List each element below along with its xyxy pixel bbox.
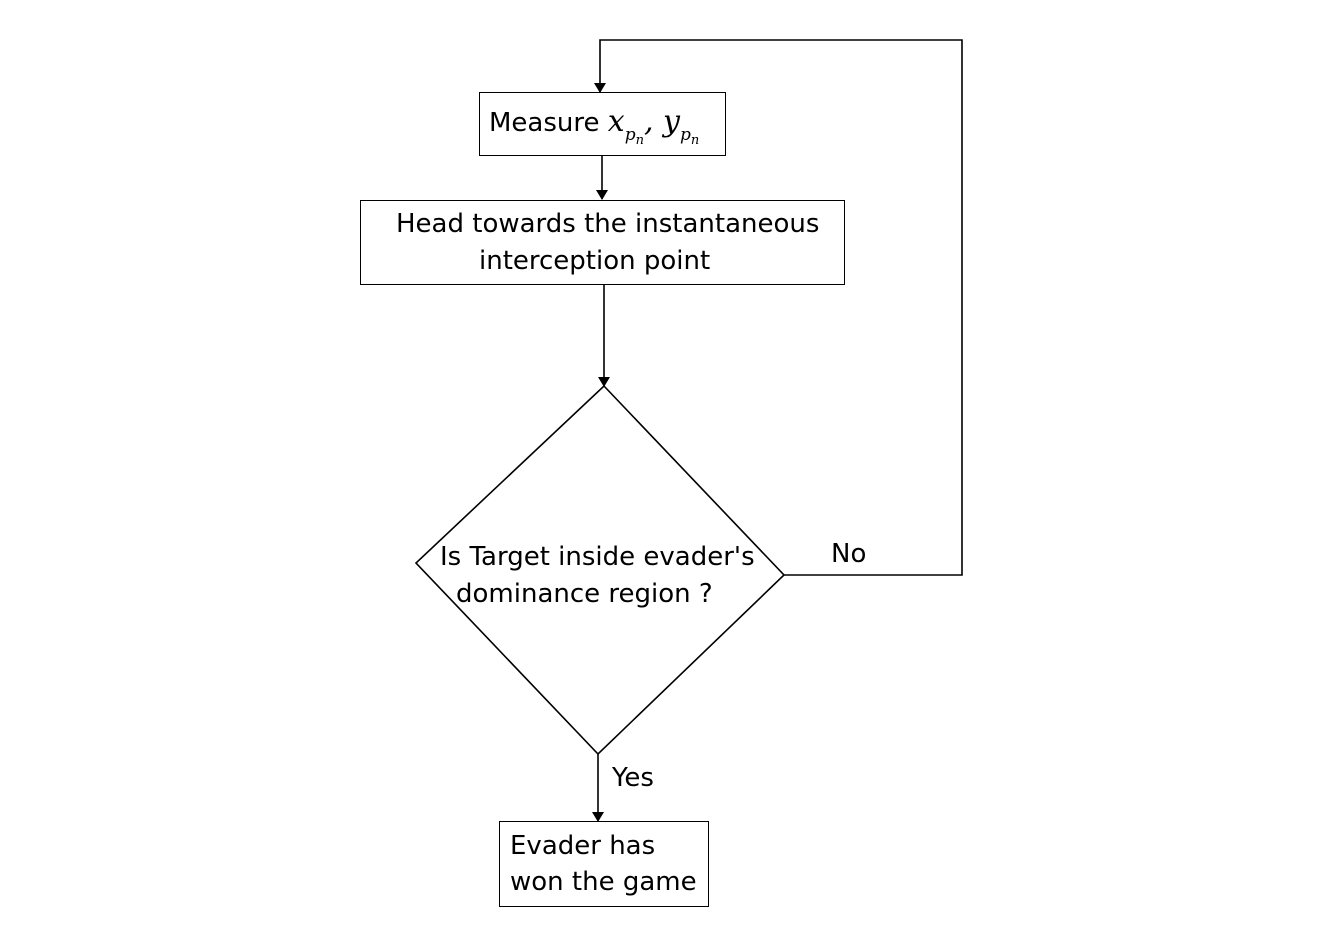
result-box (499, 821, 709, 907)
measure-prefix: Measure (489, 108, 600, 138)
measure-box (479, 92, 726, 156)
yes-label: Yes (612, 763, 654, 793)
head-label-line2: interception point (479, 246, 711, 276)
no-label: No (831, 539, 867, 569)
result-label-line1: Evader has (510, 831, 656, 861)
result-label-line2: won the game (510, 867, 697, 897)
head-label-line1: Head towards the instantaneous (396, 209, 820, 239)
decision-diamond (414, 384, 786, 756)
decision-label-line2: dominance region ? (456, 579, 713, 609)
decision-label-line1: Is Target inside evader's (440, 542, 755, 572)
no-loop-connector (594, 39, 963, 576)
measure-variables: xpn, ypn (607, 104, 700, 148)
head-box (360, 200, 845, 285)
measure-label: Measure xpn, ypn (489, 104, 699, 159)
